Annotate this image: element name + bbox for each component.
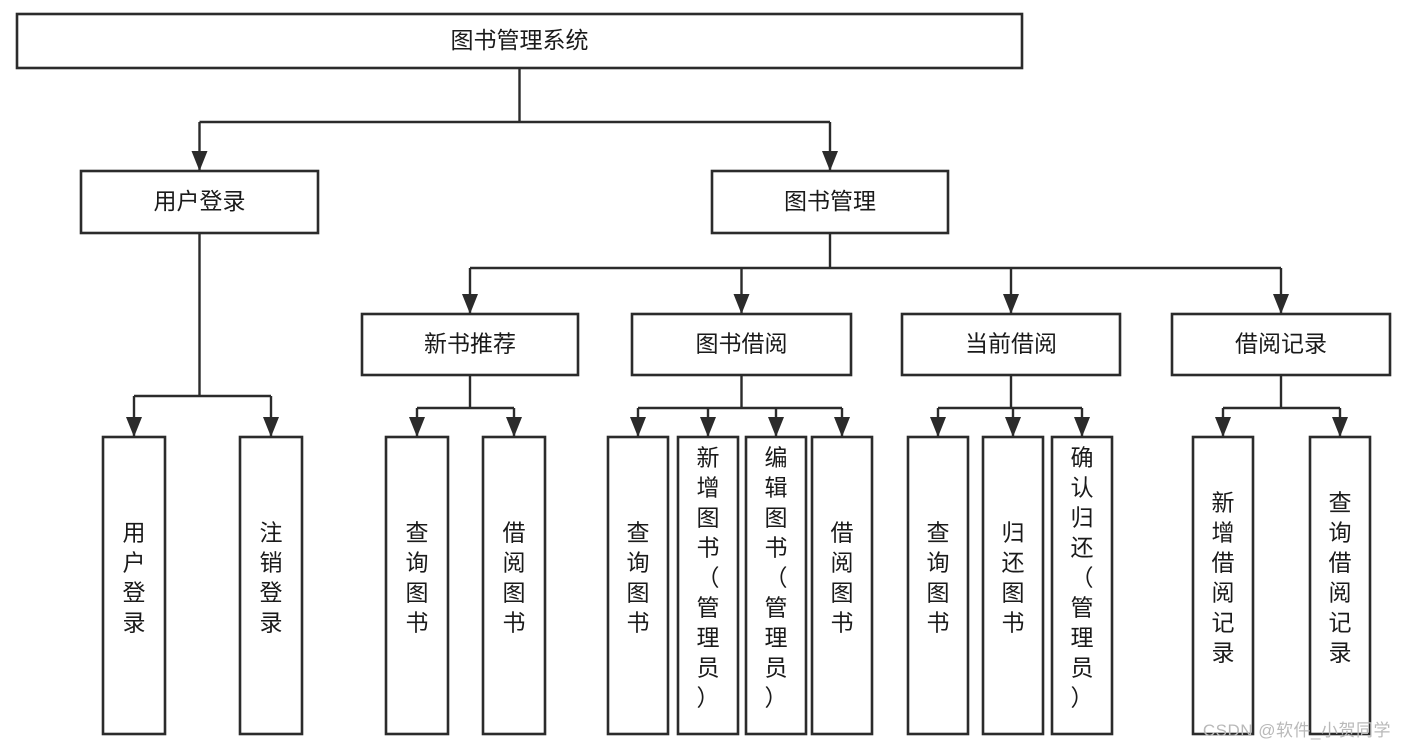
- node-leaf-query-book-borrow[interactable]: 查询图书: [606, 435, 670, 736]
- node-book-borrow[interactable]: 图书借阅: [630, 312, 853, 377]
- arrow-head-icon: [462, 294, 478, 314]
- node-label-borrow-record: 借阅记录: [1235, 331, 1327, 357]
- connector-group-user-login: [126, 233, 279, 437]
- node-box-leaf-user-login[interactable]: [101, 435, 167, 736]
- node-box-leaf-query-book-current[interactable]: [906, 435, 970, 736]
- arrow-head-icon: [191, 151, 208, 171]
- node-user-login[interactable]: 用户登录: [79, 169, 320, 235]
- node-root[interactable]: 图书管理系统: [15, 12, 1024, 70]
- node-box-leaf-confirm-return-admin[interactable]: [1050, 435, 1114, 736]
- node-label-user-login: 用户登录: [154, 188, 246, 214]
- arrow-head-icon: [1003, 294, 1019, 314]
- node-label-leaf-query-book-recommend: 查询图书: [406, 520, 429, 636]
- node-leaf-edit-book-admin[interactable]: 编辑图书（管理员）: [744, 435, 808, 736]
- node-borrow-record[interactable]: 借阅记录: [1170, 312, 1392, 377]
- node-label-leaf-confirm-return-admin: 确认归还（管理员）: [1071, 445, 1094, 711]
- node-label-new-book-recommend: 新书推荐: [424, 331, 516, 357]
- node-box-leaf-add-book-admin[interactable]: [676, 435, 740, 736]
- node-label-leaf-logout: 注销登录: [260, 520, 283, 636]
- node-box-leaf-add-borrow-record[interactable]: [1191, 435, 1255, 736]
- node-box-root[interactable]: [15, 12, 1024, 70]
- arrow-head-icon: [1332, 417, 1348, 437]
- node-box-book-management[interactable]: [710, 169, 950, 235]
- node-leaf-add-book-admin[interactable]: 新增图书（管理员）: [676, 435, 740, 736]
- node-box-leaf-query-book-borrow[interactable]: [606, 435, 670, 736]
- arrow-head-icon: [768, 417, 784, 437]
- node-layer: 图书管理系统用户登录图书管理新书推荐图书借阅当前借阅借阅记录用户登录注销登录查询…: [15, 12, 1392, 736]
- connector-group-book-borrow: [630, 375, 850, 437]
- node-box-leaf-edit-book-admin[interactable]: [744, 435, 808, 736]
- node-box-leaf-logout[interactable]: [238, 435, 304, 736]
- arrow-head-icon: [630, 417, 646, 437]
- arrow-head-icon: [1273, 294, 1289, 314]
- node-label-leaf-edit-book-admin: 编辑图书（管理员）: [765, 445, 788, 711]
- node-box-new-book-recommend[interactable]: [360, 312, 580, 377]
- node-box-borrow-record[interactable]: [1170, 312, 1392, 377]
- arrow-head-icon: [1074, 417, 1090, 437]
- arrow-head-icon: [822, 151, 838, 171]
- node-label-leaf-borrow-book-recommend: 借阅图书: [503, 520, 526, 636]
- connector-layer: [126, 68, 1348, 437]
- node-label-leaf-borrow-book: 借阅图书: [831, 520, 854, 636]
- connector-group-new-book-recommend: [409, 375, 522, 437]
- node-book-management[interactable]: 图书管理: [710, 169, 950, 235]
- arrow-head-icon: [700, 417, 716, 437]
- arrow-head-icon: [834, 417, 850, 437]
- node-label-leaf-add-book-admin: 新增图书（管理员）: [697, 445, 720, 711]
- node-leaf-user-login[interactable]: 用户登录: [101, 435, 167, 736]
- arrow-head-icon: [930, 417, 946, 437]
- connector-group-root: [191, 68, 838, 171]
- connector-group-current-borrow: [930, 375, 1090, 437]
- connector-group-borrow-record: [1215, 375, 1348, 437]
- arrow-head-icon: [263, 417, 279, 437]
- node-label-leaf-query-book-current: 查询图书: [927, 520, 950, 636]
- node-label-root: 图书管理系统: [451, 27, 589, 53]
- node-box-book-borrow[interactable]: [630, 312, 853, 377]
- arrow-head-icon: [1215, 417, 1231, 437]
- node-leaf-add-borrow-record[interactable]: 新增借阅记录: [1191, 435, 1255, 736]
- arrow-head-icon: [126, 417, 142, 437]
- node-box-leaf-borrow-book[interactable]: [810, 435, 874, 736]
- node-leaf-borrow-book[interactable]: 借阅图书: [810, 435, 874, 736]
- node-label-leaf-return-book: 归还图书: [1002, 520, 1025, 636]
- node-current-borrow[interactable]: 当前借阅: [900, 312, 1122, 377]
- node-box-user-login[interactable]: [79, 169, 320, 235]
- node-box-leaf-query-borrow-record[interactable]: [1308, 435, 1372, 736]
- node-leaf-query-book-recommend[interactable]: 查询图书: [384, 435, 450, 736]
- node-leaf-logout[interactable]: 注销登录: [238, 435, 304, 736]
- node-box-leaf-borrow-book-recommend[interactable]: [481, 435, 547, 736]
- node-leaf-borrow-book-recommend[interactable]: 借阅图书: [481, 435, 547, 736]
- node-box-leaf-return-book[interactable]: [981, 435, 1045, 736]
- connector-group-book-management: [462, 233, 1289, 314]
- node-label-leaf-add-borrow-record: 新增借阅记录: [1212, 490, 1235, 666]
- arrow-head-icon: [506, 417, 522, 437]
- node-label-leaf-query-borrow-record: 查询借阅记录: [1329, 490, 1352, 666]
- node-label-book-management: 图书管理: [784, 188, 876, 214]
- node-box-current-borrow[interactable]: [900, 312, 1122, 377]
- node-leaf-query-borrow-record[interactable]: 查询借阅记录: [1308, 435, 1372, 736]
- node-box-leaf-query-book-recommend[interactable]: [384, 435, 450, 736]
- watermark-text: CSDN @软件_小贺同学: [1202, 721, 1391, 740]
- node-new-book-recommend[interactable]: 新书推荐: [360, 312, 580, 377]
- arrow-head-icon: [1005, 417, 1021, 437]
- node-label-book-borrow: 图书借阅: [696, 331, 788, 357]
- node-label-current-borrow: 当前借阅: [965, 331, 1057, 357]
- node-leaf-query-book-current[interactable]: 查询图书: [906, 435, 970, 736]
- node-label-leaf-user-login: 用户登录: [123, 520, 146, 636]
- node-leaf-confirm-return-admin[interactable]: 确认归还（管理员）: [1050, 435, 1114, 736]
- arrow-head-icon: [409, 417, 425, 437]
- node-label-leaf-query-book-borrow: 查询图书: [627, 520, 650, 636]
- arrow-head-icon: [733, 294, 750, 314]
- node-leaf-return-book[interactable]: 归还图书: [981, 435, 1045, 736]
